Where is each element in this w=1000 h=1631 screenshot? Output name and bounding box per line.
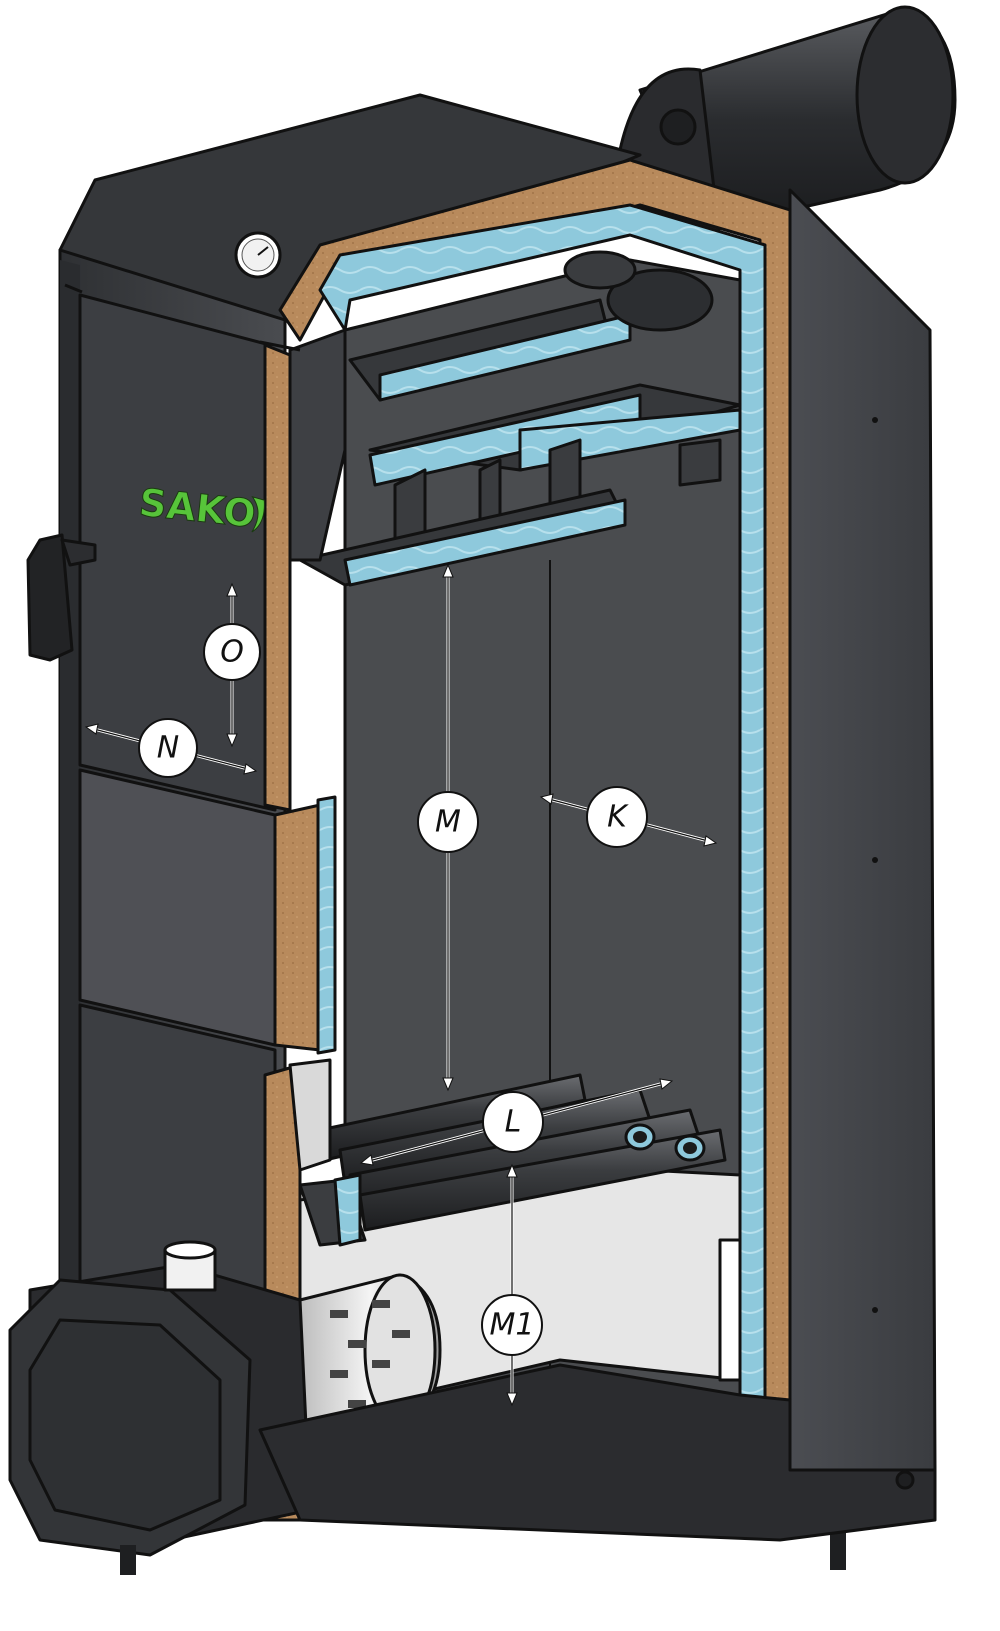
dimension-o: O: [203, 582, 261, 748]
dimension-m: M: [417, 563, 479, 1092]
dimension-label-o: O: [220, 635, 244, 670]
upper-loading-door[interactable]: [78, 293, 277, 812]
dimension-label-m1: M1: [490, 1308, 535, 1343]
door-handle-icon[interactable]: [26, 533, 97, 662]
casing-side-panel: [788, 188, 937, 1472]
dimension-label-n: N: [157, 731, 179, 766]
thermometer-gauge-icon: [234, 231, 282, 279]
boiler-base: [258, 1363, 937, 1542]
dimension-l: L: [359, 1078, 674, 1166]
dimension-n: N: [84, 718, 258, 778]
dimension-k: K: [539, 786, 718, 848]
dimension-label-l: L: [505, 1105, 522, 1140]
flue-pipe-icon: [618, 5, 957, 245]
dimension-label-k: K: [607, 800, 629, 835]
dimension-m1: M1: [481, 1163, 543, 1407]
heat-exchanger-baffles: [288, 250, 742, 587]
dimension-label-m: M: [435, 805, 461, 840]
pellet-burner-icon: [8, 1240, 846, 1575]
middle-front-panel: [78, 768, 277, 1047]
